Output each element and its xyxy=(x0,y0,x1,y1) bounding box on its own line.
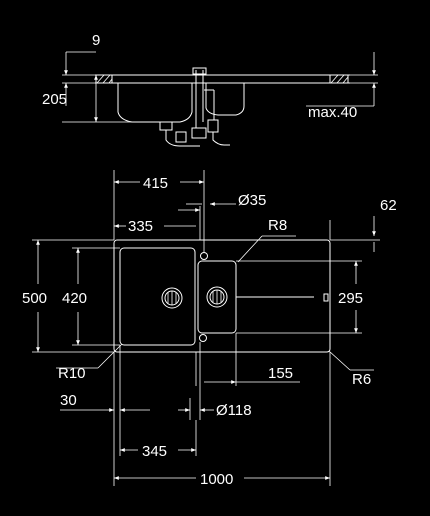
dim-depth: 205 xyxy=(42,91,67,108)
dim-corner-radius-bowl: R10 xyxy=(58,365,86,382)
dim-rim-thickness: 9 xyxy=(92,32,100,49)
tap-hole xyxy=(200,252,208,260)
sink-outline xyxy=(113,239,331,353)
overflow-hole xyxy=(199,334,207,342)
dim-small-bowl-radius: R8 xyxy=(268,217,287,234)
small-bowl-drain xyxy=(206,286,228,308)
dim-overflow: Ø118 xyxy=(216,402,252,419)
dim-bowl-depth: 420 xyxy=(62,290,87,307)
dim-total-width: 1000 xyxy=(200,471,233,488)
dim-small-bowl-center: 335 xyxy=(128,218,153,235)
dim-tap-hole: Ø35 xyxy=(238,192,266,209)
top-view: 415 Ø35 335 R8 62 500 420 xyxy=(22,170,397,488)
countertop-hatch-right xyxy=(329,74,349,84)
dim-max-thickness: max.40 xyxy=(308,104,357,121)
dim-right-margin: 62 xyxy=(380,197,397,214)
countertop-hatch-left xyxy=(95,74,113,84)
dim-bowl-width: 345 xyxy=(142,443,167,460)
dim-small-bowl-depth: 295 xyxy=(338,290,363,307)
main-bowl-drain xyxy=(161,287,183,309)
main-bowl xyxy=(119,247,196,346)
dim-total-depth: 500 xyxy=(22,290,47,307)
dim-main-bowl-center: 415 xyxy=(143,175,168,192)
dim-left-margin: 30 xyxy=(60,392,77,409)
drainer-stop xyxy=(323,293,329,302)
dim-outer-radius: R6 xyxy=(352,371,371,388)
waste-fitting xyxy=(159,67,230,147)
dim-drainer-offset: 155 xyxy=(268,365,293,382)
side-view: 9 205 max.40 xyxy=(42,32,378,147)
